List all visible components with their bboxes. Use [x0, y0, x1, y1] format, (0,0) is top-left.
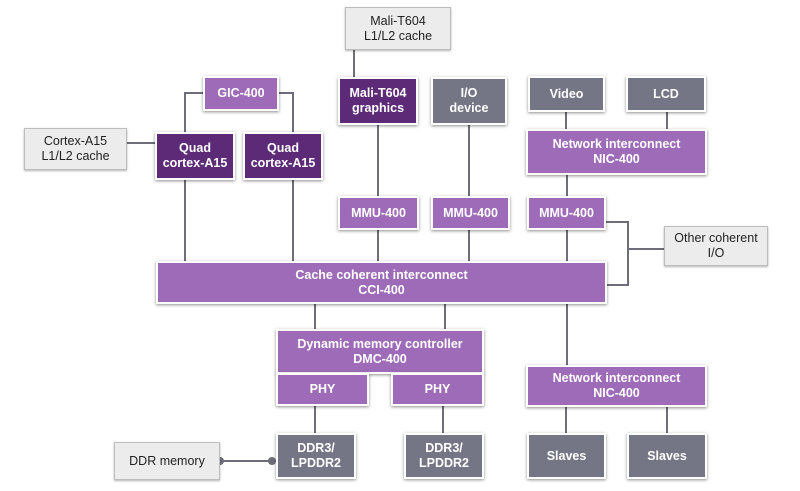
connector-dot: [216, 457, 224, 465]
node-line: Cortex-A15: [43, 134, 108, 148]
node-line: graphics: [351, 101, 405, 115]
dmc-400-block: Dynamic memory controller DMC-400: [276, 329, 484, 374]
ddr-memory-note: DDR memory: [114, 442, 220, 480]
node-line: NIC-400: [593, 152, 640, 166]
other-io-note: Other coherent I/O: [664, 226, 768, 266]
node-line: Other coherent: [674, 231, 758, 245]
node-line: DMC-400: [353, 351, 407, 366]
node-line: Network interconnect: [552, 371, 681, 385]
connector-dot: [268, 457, 276, 465]
link-gic-bracket-right: [278, 92, 294, 133]
node-line: LPDDR2: [290, 456, 341, 470]
node-line: Quad: [267, 141, 299, 155]
node-line: MMU-400: [351, 205, 406, 220]
node-line: I/O: [707, 246, 725, 260]
mmu-400-block-3: MMU-400: [527, 196, 606, 230]
node-line: cortex-A15: [250, 156, 316, 170]
mali-graphics-block: Mali-T604 graphics: [338, 77, 418, 125]
video-block: Video: [528, 76, 605, 112]
slaves-block-1: Slaves: [527, 433, 606, 479]
node-line: Mali-T604: [349, 86, 407, 100]
node-line: Video: [549, 86, 584, 101]
node-line: DDR3/: [297, 441, 335, 455]
node-line: I/O: [460, 86, 478, 100]
link-other-io: [600, 221, 629, 286]
phy-block-1: PHY: [276, 373, 369, 406]
node-line: PHY: [424, 382, 451, 396]
ddr3-lpddr2-block-2: DDR3/ LPDDR2: [404, 433, 484, 479]
nic-400-bottom-block: Network interconnect NIC-400: [526, 365, 707, 407]
node-line: LPDDR2: [418, 456, 469, 470]
node-line: Slaves: [546, 448, 587, 463]
node-line: MMU-400: [539, 205, 594, 220]
cortex-cache-note: Cortex-A15 L1/L2 cache: [24, 128, 127, 170]
mmu-400-block-2: MMU-400: [431, 196, 510, 230]
node-line: Slaves: [647, 448, 687, 463]
node-line: L1/L2 cache: [41, 149, 110, 163]
node-line: Cache coherent interconnect: [295, 267, 468, 282]
lcd-block: LCD: [626, 76, 706, 112]
quad-cortex-a15-block-2: Quad cortex-A15: [243, 132, 323, 180]
ddr3-lpddr2-block-1: DDR3/ LPDDR2: [276, 433, 356, 479]
node-line: Network interconnect: [552, 137, 681, 151]
node-line: PHY: [309, 382, 336, 396]
node-line: GIC-400: [217, 86, 265, 100]
node-line: CCI-400: [358, 282, 405, 297]
phy-block-2: PHY: [391, 373, 484, 406]
node-line: DDR memory: [129, 453, 205, 468]
node-line: Quad: [179, 141, 211, 155]
node-line: cortex-A15: [162, 156, 228, 170]
mali-cache-note: Mali-T604 L1/L2 cache: [345, 7, 451, 50]
gic-400-block: GIC-400: [203, 76, 279, 111]
node-line: device: [449, 101, 489, 115]
node-line: Dynamic memory controller: [297, 336, 463, 351]
quad-cortex-a15-block-1: Quad cortex-A15: [155, 132, 235, 180]
nic-400-top-block: Network interconnect NIC-400: [526, 129, 707, 175]
node-line: Mali-T604: [370, 13, 426, 28]
slaves-block-2: Slaves: [627, 433, 707, 479]
link-gic-bracket: [184, 92, 203, 133]
mmu-400-block-1: MMU-400: [338, 196, 419, 230]
cci-400-block: Cache coherent interconnect CCI-400: [156, 261, 607, 304]
node-line: MMU-400: [443, 205, 498, 220]
node-line: LCD: [653, 86, 679, 101]
node-line: L1/L2 cache: [363, 28, 433, 43]
node-line: NIC-400: [593, 386, 640, 400]
node-line: DDR3/: [425, 441, 463, 455]
io-device-block: I/O device: [431, 77, 507, 125]
